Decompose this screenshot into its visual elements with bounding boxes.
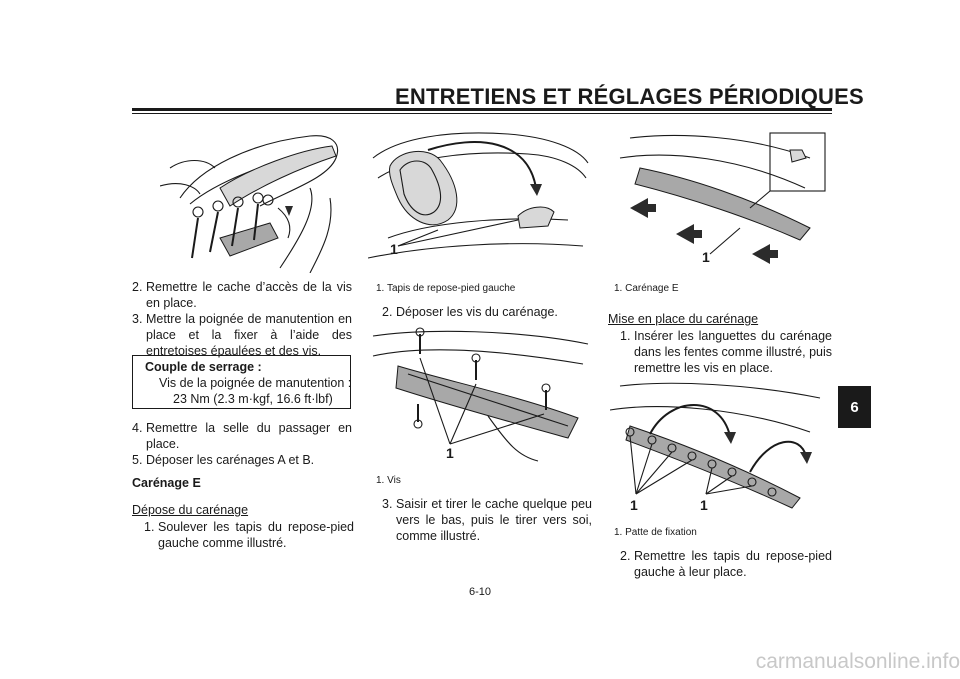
screw-group [413, 327, 551, 429]
page-number: 6-10 [468, 586, 492, 598]
figure-label-a: 1 [630, 497, 638, 513]
figure-caption-cowling: 1. Carénage E [614, 283, 679, 294]
figure-label-b: 1 [700, 497, 708, 513]
figure-caption-footrest: 1. Tapis de repose-pied gauche [376, 283, 516, 294]
torque-item: Vis de la poignée de manutention : [159, 376, 352, 390]
torque-value: 23 Nm (2.3 m·kgf, 16.6 ft·lbf) [173, 392, 333, 406]
subheading-removal: Dépose du carénage [132, 503, 249, 517]
figure-caption-screws: 1. Vis [376, 475, 401, 486]
illustration-cowling-e: 1 [619, 132, 826, 265]
figure-label: 1 [446, 445, 454, 461]
watermark: carmanualsonline.info [755, 650, 960, 673]
subheading-installation: Mise en place du carénage [608, 312, 759, 326]
figure-label: 1 [702, 249, 710, 265]
figure-label: 1 [390, 241, 398, 257]
chapter-tab[interactable]: 6 [838, 386, 871, 428]
header-rule [132, 108, 832, 111]
section-heading: Carénage E [132, 476, 201, 490]
torque-title: Couple de serrage : [145, 360, 262, 374]
illustration-footrest-mat: 1 [368, 132, 589, 259]
illustration-brackets: 1 1 [610, 382, 821, 513]
header-rule-thin [132, 113, 832, 114]
bolt-group [191, 192, 274, 259]
illustration-grab-bar [160, 135, 338, 273]
page-title: ENTRETIENS ET RÉGLAGES PÉRIODIQUES [395, 84, 864, 109]
figure-caption-brackets: 1. Patte de fixation [614, 527, 697, 538]
torque-box: Couple de serrage : Vis de la poignée de… [132, 355, 351, 409]
illustration-screws: 1 [372, 327, 589, 462]
